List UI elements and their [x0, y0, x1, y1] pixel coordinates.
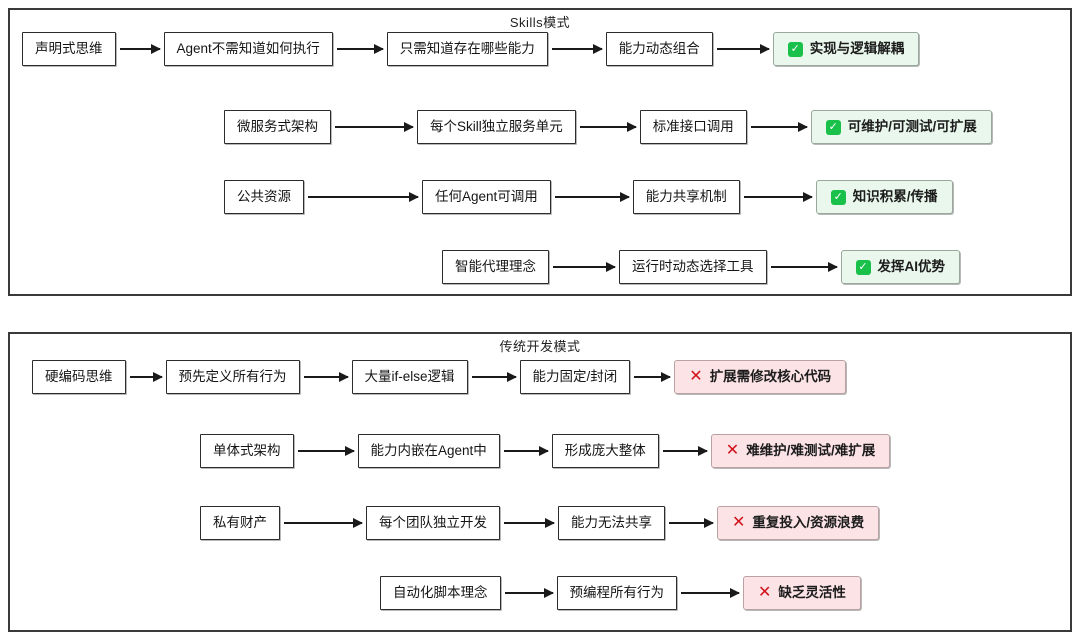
- outcome-label: 扩展需修改核心代码: [709, 369, 832, 385]
- flow-node[interactable]: 任何Agent可调用: [422, 180, 551, 214]
- flow-node[interactable]: 私有财产: [200, 506, 280, 540]
- flow-node[interactable]: 只需知道存在哪些能力: [386, 32, 548, 66]
- flow-arrow: [308, 191, 419, 203]
- cross-icon: ✕: [758, 584, 772, 601]
- flow-node[interactable]: 公共资源: [224, 180, 304, 214]
- flow-arrow: [551, 43, 603, 55]
- outcome-node[interactable]: ✓ 知识积累/传播: [815, 180, 953, 214]
- flow-node[interactable]: 预编程所有行为: [556, 576, 677, 610]
- flow-node[interactable]: 每个Skill独立服务单元: [417, 110, 576, 144]
- flow-row: 声明式思维 Agent不需知道如何执行 只需知道存在哪些能力 能力动态组合 ✓ …: [22, 32, 920, 66]
- panel-title-skills: Skills模式: [509, 15, 571, 30]
- outcome-label: 可维护/可测试/可扩展: [847, 119, 977, 135]
- flow-node[interactable]: 运行时动态选择工具: [619, 250, 767, 284]
- flow-node[interactable]: 能力内嵌在Agent中: [357, 434, 500, 468]
- flow-row: 微服务式架构 每个Skill独立服务单元 标准接口调用 ✓ 可维护/可测试/可扩…: [224, 110, 992, 144]
- flow-arrow: [503, 445, 549, 457]
- outcome-node[interactable]: ✕ 扩展需修改核心代码: [674, 360, 847, 394]
- panel-skills-mode: Skills模式 声明式思维 Agent不需知道如何执行 只需知道存在哪些能力 …: [8, 8, 1072, 296]
- cross-icon: ✕: [689, 368, 703, 385]
- outcome-label: 知识积累/传播: [852, 189, 938, 205]
- flow-row: 私有财产 每个团队独立开发 能力无法共享 ✕ 重复投入/资源浪费: [200, 506, 880, 540]
- check-icon: ✓: [855, 259, 871, 275]
- flow-node[interactable]: 能力无法共享: [558, 506, 665, 540]
- panel-legacy-mode: 传统开发模式 硬编码思维 预先定义所有行为 大量if-else逻辑 能力固定/封…: [8, 332, 1072, 632]
- flow-node[interactable]: 每个团队独立开发: [366, 506, 500, 540]
- outcome-node[interactable]: ✕ 重复投入/资源浪费: [717, 506, 880, 540]
- flow-arrow: [554, 191, 630, 203]
- flow-arrow: [770, 261, 838, 273]
- flow-node[interactable]: 智能代理理念: [442, 250, 549, 284]
- flow-node[interactable]: 微服务式架构: [224, 110, 331, 144]
- flow-row: 公共资源 任何Agent可调用 能力共享机制 ✓ 知识积累/传播: [224, 180, 953, 214]
- check-icon: ✓: [825, 119, 841, 135]
- flow-arrow: [716, 43, 770, 55]
- flow-arrow: [504, 517, 555, 529]
- flow-row: 硬编码思维 预先定义所有行为 大量if-else逻辑 能力固定/封闭 ✕ 扩展需…: [32, 360, 847, 394]
- flow-arrow: [669, 517, 714, 529]
- flow-node[interactable]: 自动化脚本理念: [380, 576, 501, 610]
- flow-node[interactable]: 能力共享机制: [632, 180, 740, 214]
- outcome-label: 重复投入/资源浪费: [752, 515, 865, 531]
- flow-node[interactable]: Agent不需知道如何执行: [163, 32, 333, 66]
- flow-row: 自动化脚本理念 预编程所有行为 ✕ 缺乏灵活性: [380, 576, 861, 610]
- flow-row: 智能代理理念 运行时动态选择工具 ✓ 发挥AI优势: [442, 250, 960, 284]
- flow-arrow: [504, 587, 554, 599]
- flow-arrow: [743, 191, 813, 203]
- flow-arrow: [681, 587, 740, 599]
- outcome-label: 实现与逻辑解耦: [809, 41, 905, 57]
- flow-arrow: [662, 445, 708, 457]
- flow-arrow: [579, 121, 637, 133]
- flow-node[interactable]: 形成庞大整体: [551, 434, 659, 468]
- outcome-label: 难维护/难测试/难扩展: [746, 443, 876, 459]
- flow-arrow: [129, 371, 163, 383]
- flow-arrow: [284, 517, 363, 529]
- outcome-node[interactable]: ✓ 实现与逻辑解耦: [772, 32, 920, 66]
- cross-icon: ✕: [732, 514, 746, 531]
- flow-arrow: [750, 121, 808, 133]
- flow-node[interactable]: 能力动态组合: [605, 32, 713, 66]
- flow-arrow: [471, 371, 517, 383]
- flow-arrow: [634, 371, 672, 383]
- flow-arrow: [336, 43, 384, 55]
- flow-node[interactable]: 硬编码思维: [32, 360, 126, 394]
- outcome-node[interactable]: ✓ 可维护/可测试/可扩展: [810, 110, 992, 144]
- flow-node[interactable]: 标准接口调用: [639, 110, 747, 144]
- outcome-node[interactable]: ✕ 缺乏灵活性: [743, 576, 861, 610]
- flow-row: 单体式架构 能力内嵌在Agent中 形成庞大整体 ✕ 难维护/难测试/难扩展: [200, 434, 891, 468]
- flow-arrow: [119, 43, 161, 55]
- outcome-label: 缺乏灵活性: [778, 585, 846, 601]
- flow-arrow: [553, 261, 616, 273]
- cross-icon: ✕: [725, 442, 740, 459]
- check-icon: ✓: [787, 41, 803, 57]
- flow-node[interactable]: 大量if-else逻辑: [351, 360, 468, 394]
- flow-arrow: [335, 121, 414, 133]
- flow-node[interactable]: 能力固定/封闭: [519, 360, 631, 394]
- outcome-node[interactable]: ✕ 难维护/难测试/难扩展: [710, 434, 891, 468]
- outcome-label: 发挥AI优势: [877, 259, 946, 275]
- panel-title-legacy: 传统开发模式: [499, 339, 581, 354]
- flow-node[interactable]: 单体式架构: [200, 434, 294, 468]
- flow-node[interactable]: 预先定义所有行为: [165, 360, 300, 394]
- flow-arrow: [303, 371, 349, 383]
- outcome-node[interactable]: ✓ 发挥AI优势: [840, 250, 960, 284]
- flow-arrow: [297, 445, 355, 457]
- check-icon: ✓: [830, 189, 846, 205]
- flow-node[interactable]: 声明式思维: [22, 32, 116, 66]
